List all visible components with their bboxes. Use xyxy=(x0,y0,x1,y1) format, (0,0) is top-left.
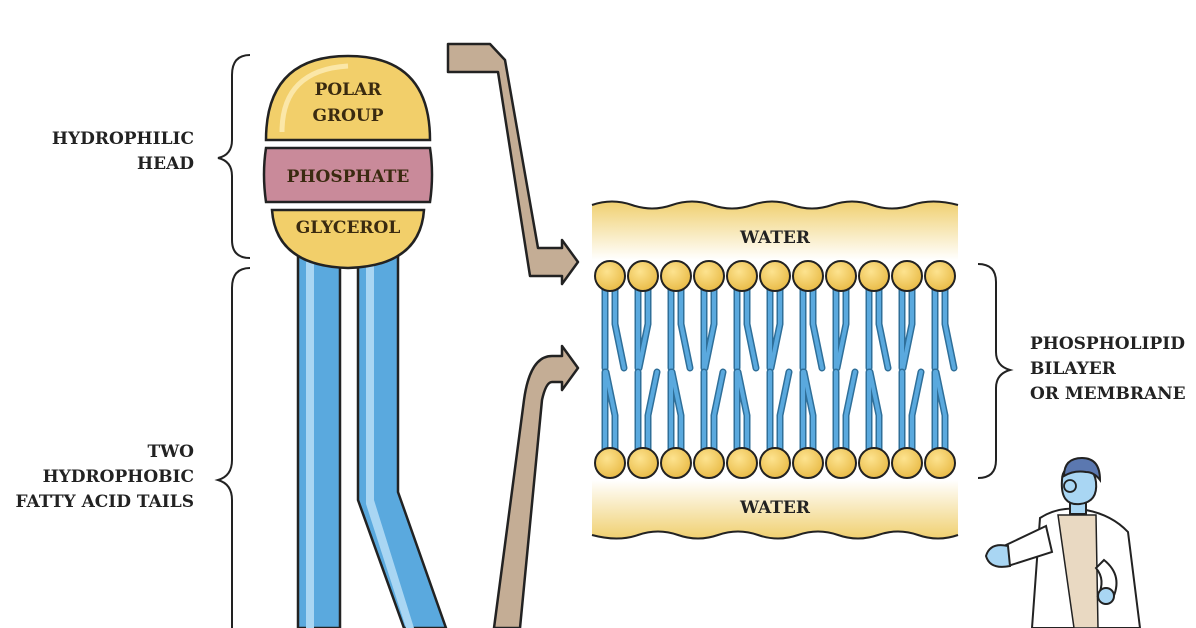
bilayer-tail-fill xyxy=(801,286,824,370)
water-label-top: WATER xyxy=(739,228,811,248)
bilayer-tail-fill xyxy=(636,370,659,453)
phospholipid-bilayer-label: PHOSPHOLIPID BILAYER OR MEMBRANE xyxy=(1030,332,1192,407)
bilayer-tail-fill xyxy=(867,370,881,453)
bilayer-head-top xyxy=(825,260,857,292)
tails-label-line-1: TWO xyxy=(147,442,194,462)
bilayer-bracket xyxy=(977,263,1014,479)
bilayer-tail-fill xyxy=(801,370,815,453)
tails-to-membrane-arrow xyxy=(492,344,580,628)
bilayer-head-bottom xyxy=(924,447,956,479)
bilayer-tail-fill xyxy=(900,286,914,370)
bilayer-tail-fill xyxy=(834,370,857,453)
bilayer-head-top xyxy=(594,260,626,292)
phosphate-label: PHOSPHATE xyxy=(287,167,410,187)
hydrophobic-bracket xyxy=(214,267,251,628)
bilayer-label-line-1: PHOSPHOLIPID xyxy=(1030,334,1185,354)
bilayer-head-bottom xyxy=(693,447,725,479)
bilayer-tail-fill xyxy=(669,370,683,453)
bilayer-head-bottom xyxy=(825,447,857,479)
scientist-figure xyxy=(984,456,1142,628)
bilayer-tail-fill xyxy=(768,286,782,370)
fatty-acid-tails xyxy=(296,254,448,628)
hydrophilic-label-line-1: HYDROPHILIC xyxy=(51,129,194,149)
bilayer-head-top xyxy=(858,260,890,292)
bilayer-tail-fill xyxy=(669,286,692,370)
bilayer-heads xyxy=(594,260,956,479)
bilayer-head-bottom xyxy=(891,447,923,479)
glycerol-label: GLYCEROL xyxy=(296,218,401,238)
water-band-bottom xyxy=(592,480,958,539)
water-label-bottom: WATER xyxy=(739,498,811,518)
bilayer-head-bottom xyxy=(594,447,626,479)
hydrophilic-head: POLAR GROUP PHOSPHATE GLYCEROL xyxy=(262,54,434,270)
bilayer-tail-fill xyxy=(834,286,848,370)
head-to-membrane-arrow xyxy=(446,42,580,286)
bilayer-head-top xyxy=(792,260,824,292)
glycerol-shape xyxy=(270,208,426,270)
bilayer-head-bottom xyxy=(627,447,659,479)
bilayer-tail-fill xyxy=(933,370,947,453)
scientist-hair xyxy=(1062,456,1102,484)
bilayer-tail-fill xyxy=(768,370,791,453)
phosphate-shape xyxy=(262,146,434,204)
hydrophilic-label-line-2: HEAD xyxy=(137,154,194,174)
bilayer-tail-fill xyxy=(603,286,626,370)
bilayer-label-line-3: OR MEMBRANE xyxy=(1030,384,1186,404)
bilayer-head-bottom xyxy=(759,447,791,479)
bilayer-head-bottom xyxy=(792,447,824,479)
scientist-hand xyxy=(984,544,1012,568)
fatty-acid-tails-label: TWO HYDROPHOBIC FATTY ACID TAILS xyxy=(0,440,194,515)
bilayer-tail-fill xyxy=(735,286,758,370)
bilayer-head-top xyxy=(891,260,923,292)
bilayer-tail-fill xyxy=(702,286,716,370)
bilayer-tail-fill xyxy=(702,370,725,453)
polar-group-label-1: POLAR xyxy=(315,80,383,100)
bilayer-tail-fill xyxy=(636,286,650,370)
bilayer-head-bottom xyxy=(726,447,758,479)
polar-group-label-2: GROUP xyxy=(312,106,383,126)
bilayer-head-bottom xyxy=(858,447,890,479)
tails-label-line-3: FATTY ACID TAILS xyxy=(15,492,194,512)
bilayer-tail-fill xyxy=(867,286,890,370)
bilayer-label-line-2: BILAYER xyxy=(1030,359,1116,379)
bilayer-head-top xyxy=(759,260,791,292)
bilayer-tail-fill xyxy=(900,370,923,453)
bilayer-head-top xyxy=(726,260,758,292)
bilayer-tail-fill xyxy=(735,370,749,453)
bilayer-tails xyxy=(601,284,958,455)
fatty-acid-tail-left xyxy=(296,254,342,628)
hydrophilic-head-label: HYDROPHILIC HEAD xyxy=(20,127,194,177)
water-band-top xyxy=(592,201,958,260)
bilayer-tail-fill xyxy=(603,370,617,453)
bilayer-head-top xyxy=(627,260,659,292)
tails-label-line-2: HYDROPHOBIC xyxy=(42,467,194,487)
bilayer-head-top xyxy=(924,260,956,292)
bilayer-head-top xyxy=(693,260,725,292)
glasses-icon xyxy=(1063,479,1077,493)
hydrophilic-bracket xyxy=(217,54,251,259)
bilayer-head-top xyxy=(660,260,692,292)
bilayer-head-bottom xyxy=(660,447,692,479)
bilayer-tail-fill xyxy=(933,286,956,370)
